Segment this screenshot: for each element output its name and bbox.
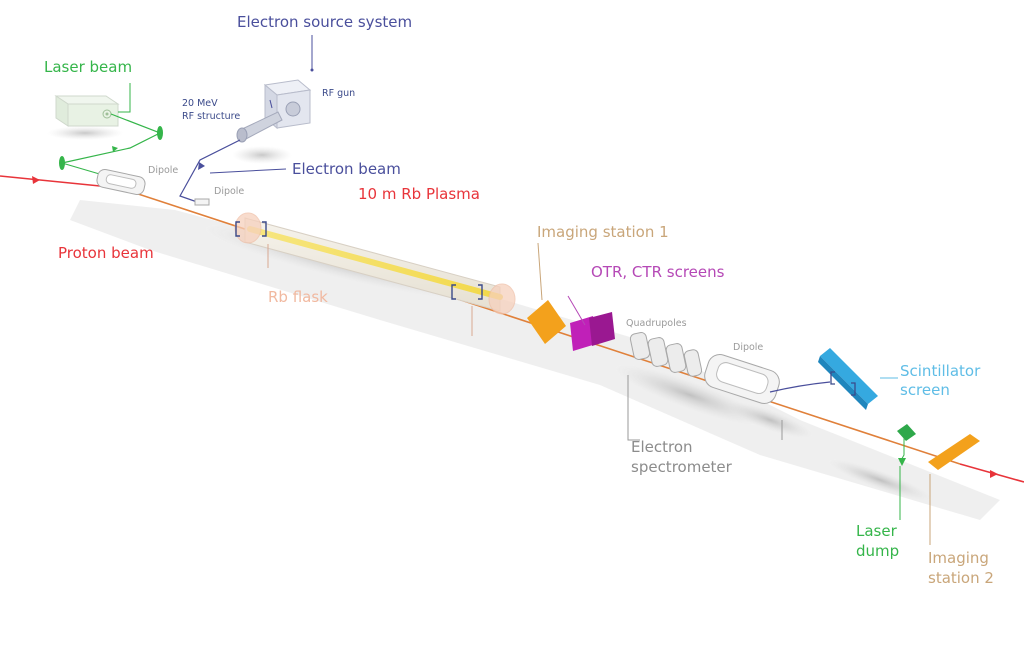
scintillator-screen [818,348,898,410]
label-rf-gun: RF gun [322,88,356,99]
label-imaging-station-2-line2: station 2 [928,569,994,587]
label-laser-dump-line1: Laser [856,522,897,540]
label-dipole-1: Dipole [148,165,179,176]
proton-arrow-out [990,470,998,478]
laser-mirror-1 [157,126,163,140]
dipole-3 [704,354,831,404]
label-dipole-3: Dipole [733,342,764,353]
imaging-station-2 [928,434,980,545]
label-laser-dump-line2: dump [856,542,900,560]
label-rf-structure-line2: RF structure [182,111,241,122]
quadrupoles [629,332,703,377]
laser-system [54,95,163,181]
dipole-1 [96,169,146,195]
label-electron-spectrometer-line2: spectrometer [631,458,732,476]
label-electron-spectrometer-line1: Electron [631,438,693,456]
label-quadrupoles: Quadrupoles [626,318,687,329]
label-proton-beam: Proton beam [58,244,154,262]
label-otr-ctr-screens: OTR, CTR screens [591,263,725,281]
electron-source [179,79,312,206]
ground-shadows [47,126,1000,520]
rb-flask-1 [234,212,262,244]
dipole-2-magnet [194,198,210,206]
label-electron-source-system: Electron source system [237,13,413,31]
label-imaging-station-2-line1: Imaging [928,549,989,567]
label-electron-beam: Electron beam [292,160,401,178]
label-dipole-2: Dipole [214,186,245,197]
label-rf-structure-line1: 20 MeV [182,98,218,109]
label-scintillator-line2: screen [900,381,950,399]
label-rb-flask: Rb flask [268,288,328,306]
plasma-cell [234,212,516,336]
label-laser-beam: Laser beam [44,58,133,76]
label-scintillator-line1: Scintillator [900,362,981,380]
label-imaging-station-1: Imaging station 1 [537,223,669,241]
otr-ctr-screens [567,295,615,351]
leader-lines [118,35,314,174]
laser-dump [897,424,916,520]
proton-arrow-in [32,176,40,184]
rb-flask-2 [488,283,516,315]
label-rb-plasma: 10 m Rb Plasma [358,185,480,203]
imaging-station-1 [527,242,566,344]
spectrometer-bracket [627,375,783,441]
